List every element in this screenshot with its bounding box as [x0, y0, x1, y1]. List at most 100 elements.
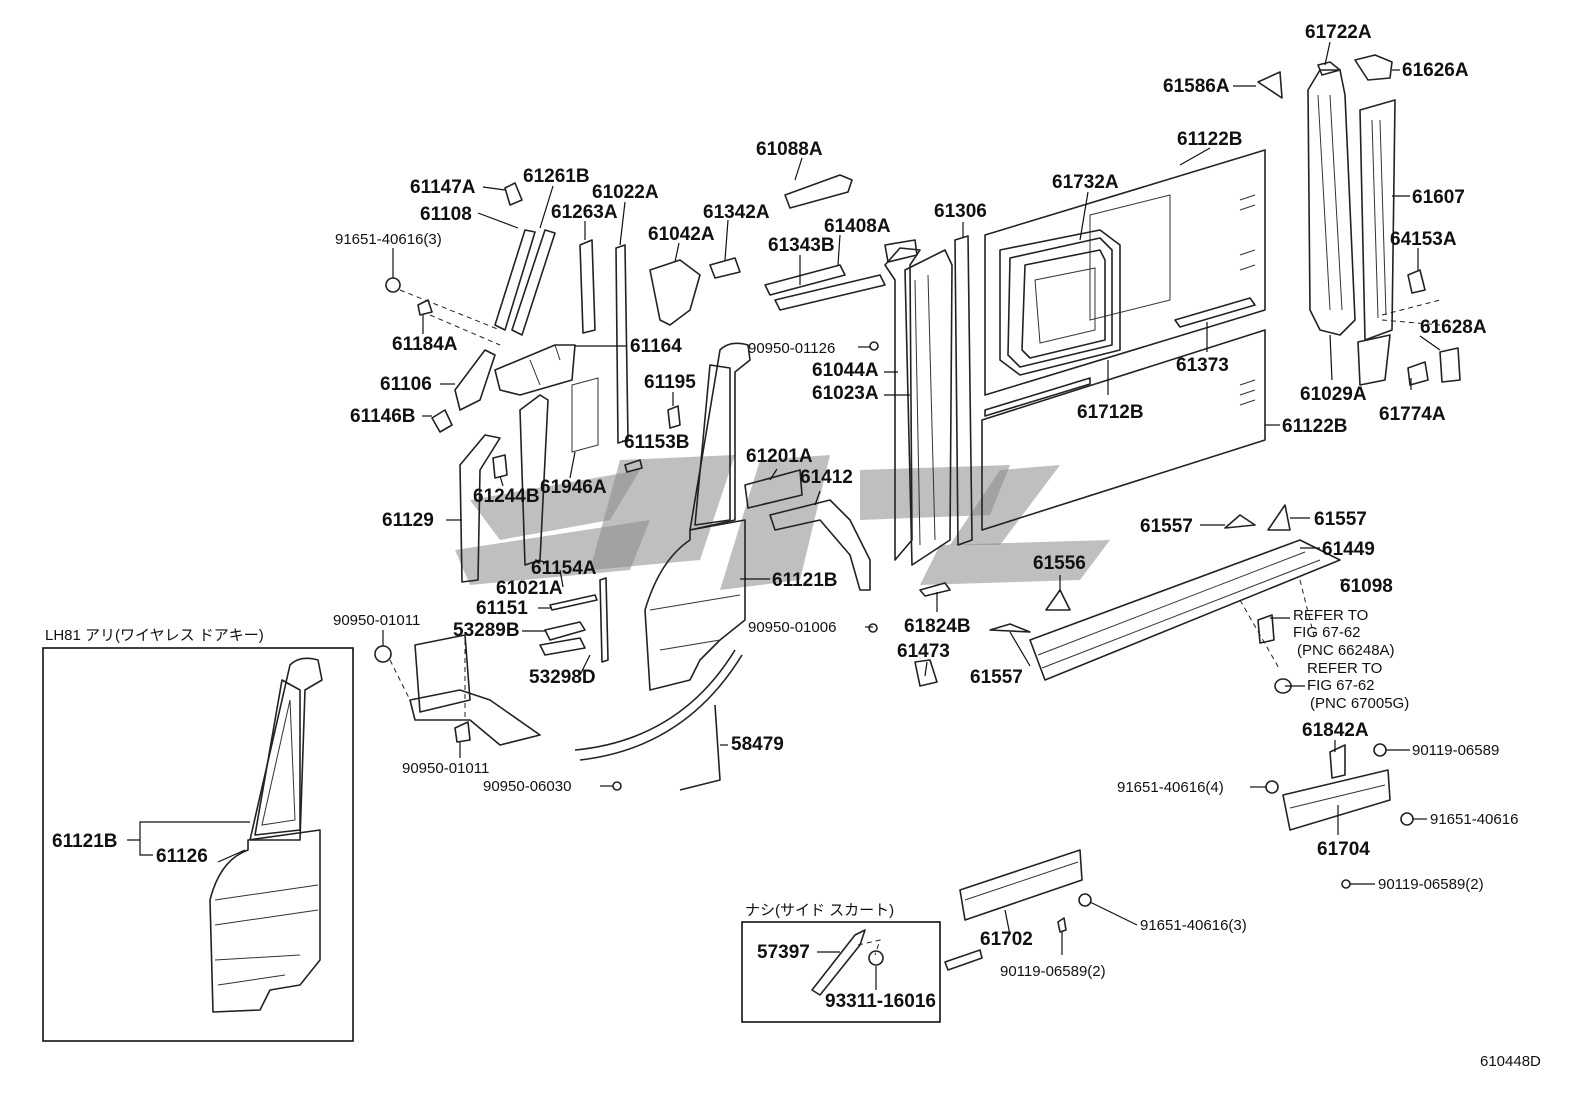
label-91651-40616-4: 91651-40616(4): [1117, 779, 1224, 796]
label-61021A: 61021A: [496, 578, 563, 599]
label-61106: 61106: [380, 374, 432, 395]
part-61626A: [1354, 54, 1393, 81]
label-61704: 61704: [1317, 839, 1370, 860]
label-61473: 61473: [897, 641, 950, 662]
label-61263A: 61263A: [551, 202, 618, 223]
label-53298D: 53298D: [529, 667, 596, 688]
label-90119-06589-2-b: 90119-06589(2): [1000, 963, 1106, 980]
label-90950-01011-a: 90950-01011: [333, 612, 420, 629]
bracket-61106-61164: [454, 344, 576, 411]
wheel-housing-61412: [744, 469, 871, 591]
label-refer1-c: (PNC 66248A): [1297, 642, 1395, 659]
label-61586A: 61586A: [1163, 76, 1230, 97]
label-61042A: 61042A: [648, 224, 715, 245]
inset-label-61126: 61126: [156, 846, 208, 867]
part-61628A: [1407, 347, 1461, 386]
step-61704: [1265, 743, 1414, 889]
label-61306: 61306: [934, 201, 987, 222]
label-refer1-a: REFER TO: [1293, 607, 1368, 624]
label-91651-40616-3-b: 91651-40616(3): [1140, 917, 1247, 934]
rail-61343B-61408A: [764, 264, 886, 311]
bolt-icon-4: [1078, 893, 1092, 907]
label-61702: 61702: [980, 929, 1033, 950]
label-90119-06589-a: 90119-06589: [1412, 742, 1499, 759]
label-61147A: 61147A: [410, 177, 476, 198]
label-64153A: 64153A: [1390, 229, 1457, 250]
part-58479: [679, 704, 721, 791]
label-61732A: 61732A: [1052, 172, 1119, 193]
screw-icon: [1341, 879, 1351, 889]
clip-icon-4: [612, 781, 622, 791]
inset-side-skirt-title: ナシ(サイド スカート): [745, 902, 894, 919]
pillar-61022A: [615, 244, 629, 444]
label-61022A: 61022A: [592, 182, 659, 203]
label-61129: 61129: [382, 510, 434, 531]
trim-pieces-61557: [989, 504, 1291, 633]
pillar-61607: [1357, 99, 1396, 386]
pillar-61129: [459, 434, 501, 583]
wheel-arch-strip: [574, 649, 743, 761]
clip-icon-2: [869, 341, 879, 351]
parts-61195-61153B: [624, 405, 681, 473]
grommet-icon: [374, 645, 392, 663]
strip-61263A: [579, 239, 596, 334]
label-61146B: 61146B: [350, 406, 416, 427]
bolt-icon-3: [1400, 812, 1414, 826]
label-90950-01006: 90950-01006: [748, 619, 836, 636]
label-61343B: 61343B: [768, 235, 835, 256]
inset-lh81: LH81 アリ(ワイヤレス ドアキー) 61121B 61126: [42, 627, 354, 1042]
label-61824B: 61824B: [904, 616, 971, 637]
label-53289B: 53289B: [453, 620, 520, 641]
diagram-id: 610448D: [1480, 1053, 1541, 1070]
clip-icon-3: [868, 623, 878, 633]
pillar-61154A: [519, 394, 549, 566]
label-61556: 61556: [1033, 553, 1086, 574]
strip-61108-61261B: [494, 229, 556, 336]
label-90950-01011-b: 90950-01011: [402, 760, 489, 777]
window-seal-61732A: [999, 229, 1121, 376]
label-61722A: 61722A: [1305, 22, 1372, 43]
label-61244B: 61244B: [473, 486, 540, 507]
label-refer2-c: (PNC 67005G): [1310, 695, 1409, 712]
panel-61946A: [571, 377, 599, 453]
label-91651-40616-b: 91651-40616: [1430, 811, 1518, 828]
label-61607: 61607: [1412, 187, 1465, 208]
label-58479: 58479: [731, 734, 784, 755]
part-61146B: [431, 409, 453, 433]
label-61044A: 61044A: [812, 360, 879, 381]
bolt-icon-2: [1265, 780, 1279, 794]
label-93311-16016: 93311-16016: [825, 991, 936, 1012]
label-90119-06589-2-a: 90119-06589(2): [1378, 876, 1484, 893]
inset-door-panel: [209, 657, 323, 1013]
label-refer2-a: REFER TO: [1307, 660, 1382, 677]
leader-lines: [382, 41, 1441, 955]
label-61626A: 61626A: [1402, 60, 1469, 81]
label-61201A: 61201A: [746, 446, 813, 467]
pillar-61306: [954, 235, 973, 546]
floor-bracket-90950: [374, 634, 541, 746]
part-64153A: [1381, 269, 1441, 326]
label-61342A: 61342A: [703, 202, 770, 223]
label-61628A: 61628A: [1420, 317, 1487, 338]
label-61122B-top: 61122B: [1177, 129, 1243, 150]
label-61164: 61164: [630, 336, 682, 357]
part-61088A: [784, 174, 853, 209]
label-57397: 57397: [757, 942, 810, 963]
label-61557-c: 61557: [970, 667, 1023, 688]
label-61154A: 61154A: [531, 558, 597, 579]
bolt-icon-5: [385, 277, 401, 293]
part-61244B: [492, 454, 508, 479]
part-labels: 61722A 61626A 61586A 61122B 61607 61732A…: [333, 22, 1541, 1070]
part-61586A: [1257, 71, 1283, 99]
front-door-61121B: [644, 342, 751, 691]
label-61261B: 61261B: [523, 166, 590, 187]
label-61557-b: 61557: [1314, 509, 1367, 530]
label-61842A: 61842A: [1302, 720, 1369, 741]
inset-lh81-title: LH81 アリ(ワイヤレス ドアキー): [45, 627, 264, 644]
side-panel-lower: [981, 297, 1266, 531]
label-61098: 61098: [1340, 576, 1393, 597]
label-61373: 61373: [1176, 355, 1229, 376]
label-61946A: 61946A: [540, 477, 607, 498]
label-61121B: 61121B: [772, 570, 838, 591]
